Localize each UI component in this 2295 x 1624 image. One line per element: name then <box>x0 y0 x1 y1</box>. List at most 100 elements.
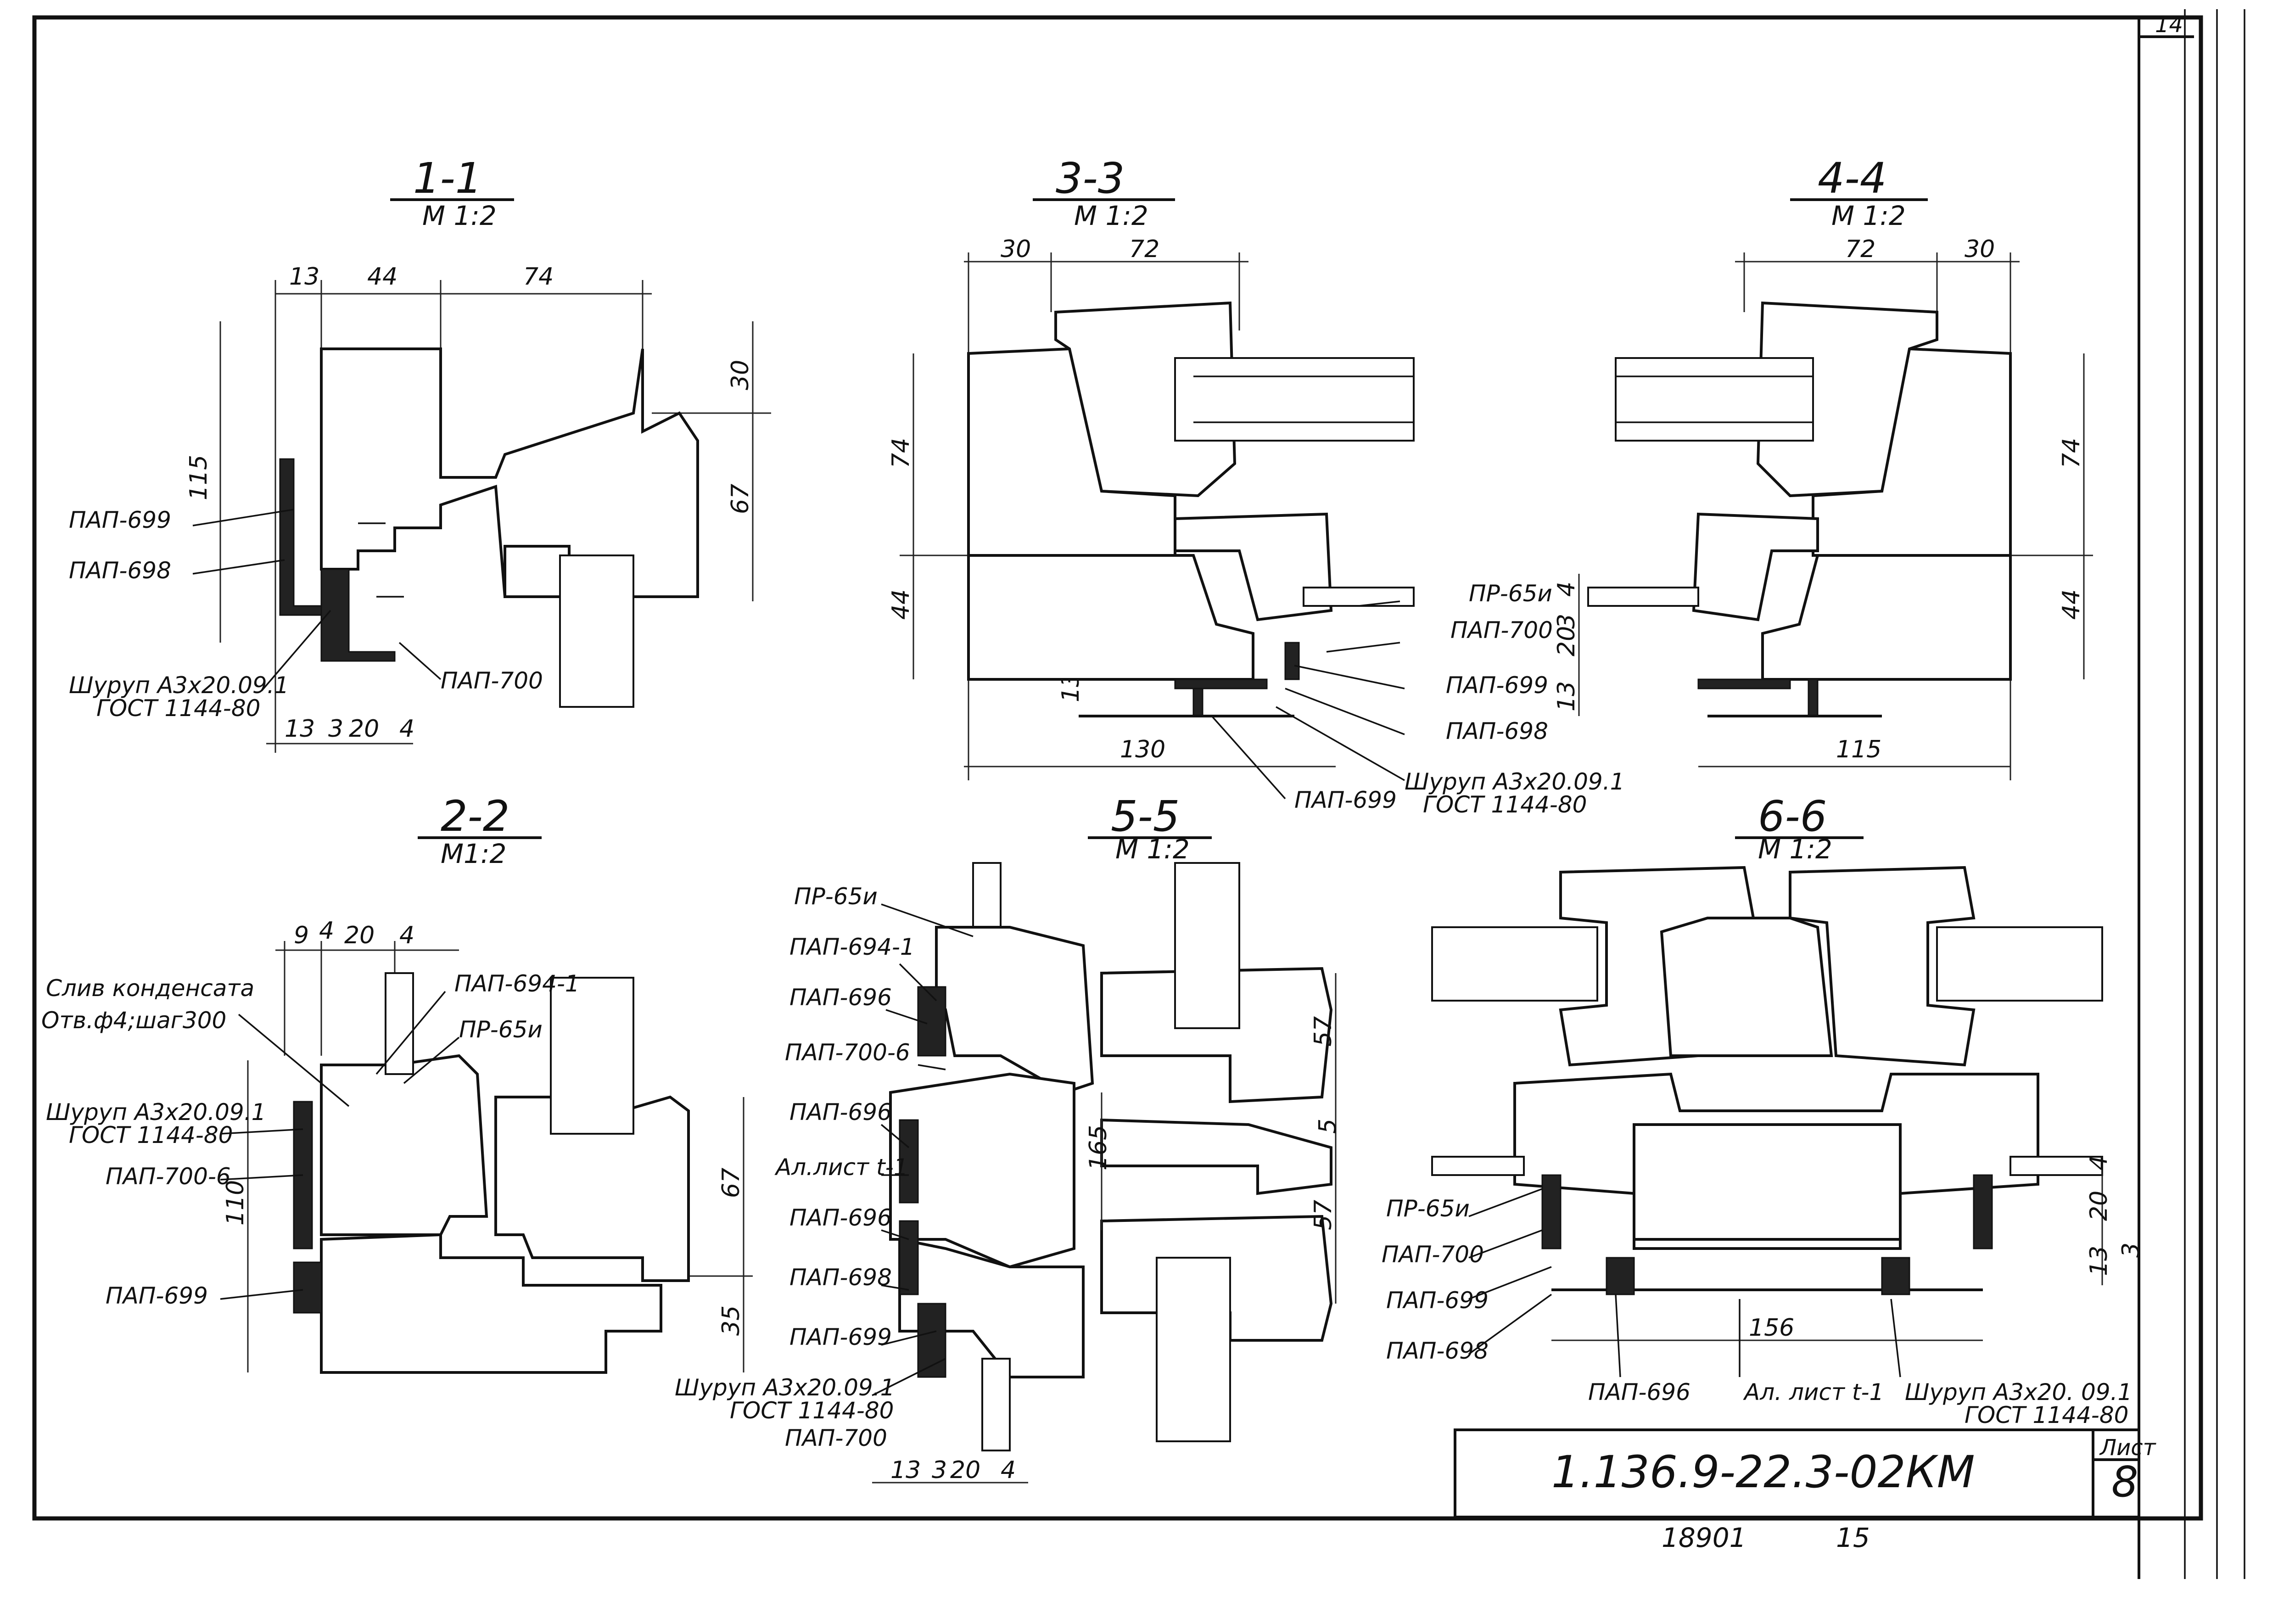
label-5-5-pap699: ПАП-699 <box>789 1324 892 1350</box>
label-3-3-screw: Шуруп А3х20.09.1 <box>1405 768 1624 795</box>
section-3-3: 3-3 М 1:2 30 72 74 44 13 130 <box>887 154 1624 818</box>
label-6-6-pap699: ПАП-699 <box>1386 1287 1489 1314</box>
dim-1-1-left-115: 115 <box>185 455 213 500</box>
dim-2-2-left-110: 110 <box>222 1180 249 1226</box>
label-2-2-holes: Отв.ф4;шаг300 <box>41 1007 226 1034</box>
dim-5-5-165: 165 <box>1085 1125 1112 1170</box>
glass-top-5-5 <box>972 862 1002 933</box>
section-4-4: 4-4 М 1:2 72 30 74 44 4 3 20 13 115 <box>1553 154 2093 780</box>
page-number: 15 <box>1836 1522 1870 1553</box>
glass-left-6-6 <box>1431 926 1598 1002</box>
glass-bar-2-2 <box>385 972 414 1075</box>
dim-5-5-right-5: 5 <box>1314 1119 1342 1134</box>
dim-1-1-top-13: 13 <box>289 263 319 291</box>
dim-4-4-left-20: 20 <box>1553 626 1580 656</box>
dim-1-1-right-67: 67 <box>727 484 754 514</box>
glass-unit-4-4 <box>1615 357 1814 442</box>
label-3-3-pap698: ПАП-698 <box>1446 718 1548 745</box>
dim-4-4-left-3: 3 <box>1553 614 1580 629</box>
label-5-5-pap700: ПАП-700 <box>785 1425 887 1451</box>
sash-lower-3-3 <box>1174 512 1333 622</box>
label-6-6-gost: ГОСТ 1144-80 <box>1965 1402 2128 1428</box>
dim-2-2-right-35: 35 <box>717 1305 745 1336</box>
dim-6-6-right-20: 20 <box>2085 1191 2113 1221</box>
section-4-4-scale: М 1:2 <box>1831 200 1906 231</box>
alu-profile-3-3 <box>1174 678 1268 689</box>
label-1-1-pap698: ПАП-698 <box>69 557 171 584</box>
sheet-number: 8 <box>2111 1457 2138 1506</box>
label-6-6-pap698: ПАП-698 <box>1386 1338 1489 1364</box>
dim-4-4-top-72: 72 <box>1845 235 1875 263</box>
label-2-2-drain: Слив конденсата <box>46 975 254 1002</box>
section-6-6-title: 6-6 <box>1758 792 1827 841</box>
label-3-3-pap699: ПАП-699 <box>1446 672 1548 699</box>
dim-4-4-bottom-115: 115 <box>1836 736 1881 763</box>
archive-number: 18901 <box>1662 1522 1746 1553</box>
dim-6-6-right-13: 13 <box>2085 1246 2113 1276</box>
section-2-2-scale: М1:2 <box>441 838 506 869</box>
dim-2-2-top-4a: 4 <box>319 917 334 945</box>
label-3-3-pap699b: ПАП-699 <box>1294 787 1397 813</box>
dim-1-1-bottom-4: 4 <box>399 715 414 743</box>
section-1-1-scale: М 1:2 <box>422 200 497 231</box>
dim-4-4-left-4: 4 <box>1553 582 1580 597</box>
label-5-5-alsheet: Ал.лист t-1 <box>774 1154 908 1181</box>
label-5-5-gost: ГОСТ 1144-80 <box>730 1397 894 1424</box>
sash-upper-4-4 <box>1756 301 1938 498</box>
dim-2-2-top-20: 20 <box>344 922 375 949</box>
alu-profile-1-1-b <box>320 568 396 662</box>
label-3-3-pap700: ПАП-700 <box>1450 617 1553 644</box>
label-6-6-pap696: ПАП-696 <box>1588 1379 1690 1406</box>
dim-2-2-right-67: 67 <box>717 1168 745 1198</box>
glass-right-6-6 <box>1936 926 2103 1002</box>
dim-1-1-top-44: 44 <box>367 263 397 291</box>
sash-left-6-6 <box>1559 866 1755 1067</box>
sash-right-6-6 <box>1789 866 1976 1067</box>
section-6-6: 6-6 М 1:2 156 4 20 3 13 ПР-65и ПА <box>1382 792 2145 1428</box>
dim-4-4-right-74: 74 <box>2058 438 2085 468</box>
section-1-1-title: 1-1 <box>413 154 482 203</box>
label-2-2-pap699: ПАП-699 <box>106 1282 208 1309</box>
label-5-5-pap694: ПАП-694-1 <box>789 934 915 960</box>
dim-3-3-bottom-130: 130 <box>1120 736 1165 763</box>
label-3-3-pr65: ПР-65и <box>1469 580 1552 607</box>
head-profile-5-5 <box>935 926 1094 1094</box>
label-5-5-screw: Шуруп А3х20.09.1 <box>675 1374 895 1401</box>
dim-4-4-right-44: 44 <box>2058 589 2085 620</box>
dim-6-6-bottom-156: 156 <box>1749 1314 1794 1342</box>
dim-2-2-top-4b: 4 <box>399 922 414 949</box>
dim-6-6-right-4: 4 <box>2085 1155 2113 1170</box>
label-1-1-screw: Шуруп А3х20.09.1 <box>69 672 289 699</box>
dim-1-1-bottom-3: 3 <box>328 715 343 743</box>
glass-unit-3-3 <box>1174 357 1415 442</box>
sash-upper-3-3 <box>1054 301 1237 498</box>
section-4-4-title: 4-4 <box>1818 154 1886 203</box>
glass-lower-5-5 <box>1156 1257 1231 1442</box>
frame-profile-2-2 <box>320 1054 488 1236</box>
sheet-frame <box>32 9 2245 1579</box>
label-3-3-gost: ГОСТ 1144-80 <box>1423 791 1587 818</box>
section-1-1: 1-1 М 1:2 13 44 74 115 30 67 13 3 20 4 <box>69 154 771 753</box>
section-3-3-scale: М 1:2 <box>1074 200 1148 231</box>
document-code: 1.136.9-22.3-02КМ <box>1551 1446 1975 1498</box>
label-5-5-pap696b: ПАП-696 <box>789 1099 892 1126</box>
dim-4-4-left-13: 13 <box>1553 681 1580 711</box>
dim-4-4-top-30: 30 <box>1965 235 1995 263</box>
dim-1-1-bottom-20: 20 <box>349 715 379 743</box>
dim-3-3-left-44: 44 <box>887 589 915 620</box>
label-1-1-pap699: ПАП-699 <box>69 507 171 533</box>
dim-5-5-right-57b: 57 <box>1310 1200 1337 1230</box>
dim-1-1-right-30: 30 <box>727 360 754 390</box>
section-5-5-title: 5-5 <box>1111 792 1180 841</box>
frame-lower-4-4 <box>1761 554 2012 681</box>
glass-bottom-5-5 <box>981 1358 1011 1451</box>
label-2-2-pap694: ПАП-694-1 <box>454 970 580 997</box>
section-6-6-scale: М 1:2 <box>1758 834 1832 865</box>
sheet-label: Лист <box>2099 1435 2157 1461</box>
dim-2-2-top-9: 9 <box>294 922 309 949</box>
section-2-2: 2-2 М1:2 9 4 20 4 110 67 35 Слив конденс… <box>41 792 753 1374</box>
label-1-1-pap700: ПАП-700 <box>441 667 543 694</box>
label-5-5-pap700-6: ПАП-700-6 <box>785 1039 910 1066</box>
glass-unit-1-1 <box>559 554 634 708</box>
